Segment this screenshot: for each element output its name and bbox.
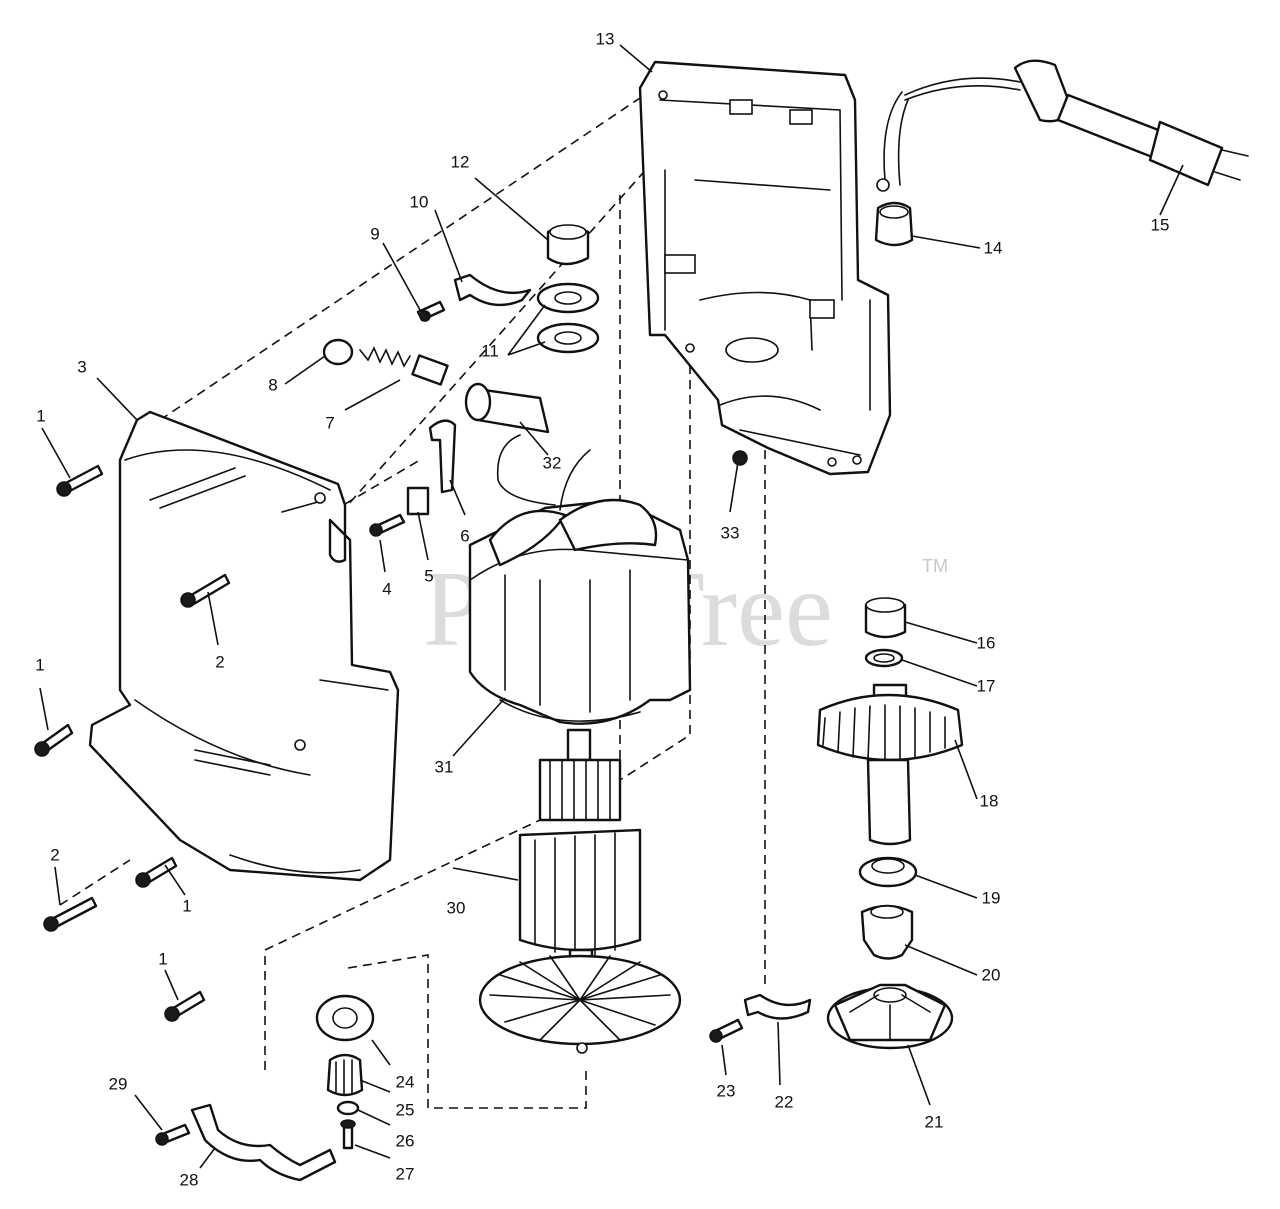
pinion-screw xyxy=(340,1119,356,1150)
callout-28: 28 xyxy=(180,1170,199,1189)
strain-relief xyxy=(874,201,914,247)
watermark-trademark: TM xyxy=(922,556,948,576)
callout-1a: 1 xyxy=(36,406,45,425)
armature xyxy=(478,728,682,1054)
motor-housing xyxy=(88,410,400,882)
upper-bearing xyxy=(546,224,590,266)
brush-holder xyxy=(464,382,556,506)
callout-24: 24 xyxy=(396,1072,415,1091)
callout-29: 29 xyxy=(109,1074,128,1093)
callout-33: 33 xyxy=(721,523,740,542)
gear-bushing xyxy=(860,904,914,960)
callout-8: 8 xyxy=(268,375,277,394)
gear-seal xyxy=(858,856,918,888)
terminal-clip xyxy=(428,419,457,494)
callout-6: 6 xyxy=(460,526,469,545)
callout-4: 4 xyxy=(382,579,391,598)
callout-20: 20 xyxy=(982,965,1001,984)
callout-15: 15 xyxy=(1151,215,1170,234)
callout-labels: 1 1 1 1 2 2 3 4 5 6 7 8 9 10 11 12 13 14… xyxy=(35,29,1169,1189)
washers xyxy=(536,282,600,354)
callout-2a: 2 xyxy=(215,652,224,671)
callout-11: 11 xyxy=(481,341,499,360)
gear-bearing xyxy=(864,597,907,639)
base-clamp xyxy=(155,1103,337,1182)
callout-10: 10 xyxy=(410,192,429,211)
callout-26: 26 xyxy=(396,1131,415,1150)
small-washer xyxy=(336,1100,360,1116)
callout-12: 12 xyxy=(451,152,470,171)
brush-cap xyxy=(322,338,354,366)
leader-lines xyxy=(39,44,1184,1169)
brush-plate xyxy=(406,486,430,516)
shaft-clamp xyxy=(709,993,812,1043)
lower-bearing xyxy=(315,994,375,1042)
callout-1b: 1 xyxy=(35,655,44,674)
callout-9: 9 xyxy=(370,224,379,243)
callout-13: 13 xyxy=(596,29,615,48)
callout-30: 30 xyxy=(447,898,466,917)
housing-screws xyxy=(34,464,231,1022)
callout-23: 23 xyxy=(717,1081,736,1100)
callout-17: 17 xyxy=(977,676,996,695)
callout-1d: 1 xyxy=(158,949,167,968)
small-screws xyxy=(369,450,748,537)
gear-washer xyxy=(864,648,904,668)
callout-16: 16 xyxy=(977,633,996,652)
callout-5: 5 xyxy=(424,566,433,585)
impeller xyxy=(826,983,954,1050)
callout-22: 22 xyxy=(775,1092,794,1111)
power-cord xyxy=(876,59,1249,192)
callout-1c: 1 xyxy=(182,896,191,915)
callout-21: 21 xyxy=(925,1112,944,1131)
callout-19: 19 xyxy=(982,888,1001,907)
callout-27: 27 xyxy=(396,1164,415,1183)
brush-spring xyxy=(359,346,449,386)
callout-2b: 2 xyxy=(50,845,59,864)
callout-31: 31 xyxy=(435,757,454,776)
callout-18: 18 xyxy=(980,791,999,810)
field-stator xyxy=(468,449,692,725)
callout-32: 32 xyxy=(543,453,562,472)
callout-14: 14 xyxy=(984,238,1003,257)
motor-frame xyxy=(638,60,892,476)
callout-7: 7 xyxy=(325,413,334,432)
callout-3: 3 xyxy=(77,357,86,376)
gear-shaft xyxy=(816,683,964,846)
pinion xyxy=(326,1053,364,1097)
brush-clamp xyxy=(416,273,532,322)
callout-25: 25 xyxy=(396,1100,415,1119)
